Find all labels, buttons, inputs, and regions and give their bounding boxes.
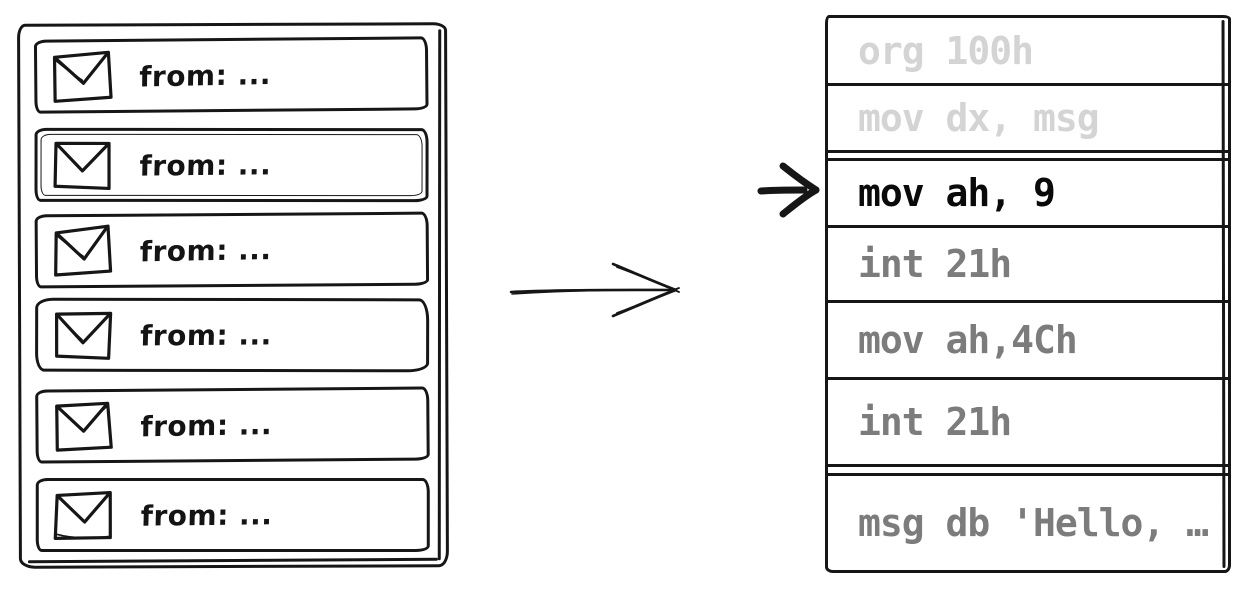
code-line-text: int 21h xyxy=(858,242,1012,286)
envelope-icon xyxy=(54,311,113,360)
code-line-text: mov ah,4Ch xyxy=(858,318,1078,362)
envelope-icon xyxy=(55,401,113,452)
code-panel: org 100h mov dx, msg mov ah, 9 int 21h m… xyxy=(825,15,1231,573)
code-line-current: mov ah, 9 xyxy=(828,158,1228,228)
envelope-icon xyxy=(53,141,111,191)
inbox-row: from: ... xyxy=(35,478,430,553)
inbox-row-label: from: ... xyxy=(140,407,273,443)
code-line-text: msg db 'Hello, … xyxy=(858,501,1209,545)
code-line: org 100h xyxy=(828,18,1228,86)
inbox-row-label: from: ... xyxy=(139,232,272,268)
inbox-row: from: ... xyxy=(34,211,430,289)
code-line: int 21h xyxy=(828,228,1228,303)
inbox-row-label: from: ... xyxy=(139,147,272,183)
envelope-icon xyxy=(52,50,113,103)
inbox-row-label: from: ... xyxy=(140,497,273,533)
code-line-text: mov ah, 9 xyxy=(858,171,1056,215)
code-line-text: int 21h xyxy=(858,400,1012,444)
code-line-text: org 100h xyxy=(858,28,1034,73)
instruction-pointer-icon xyxy=(757,162,820,218)
inbox-row-label: from: ... xyxy=(138,57,272,93)
envelope-icon xyxy=(54,224,113,277)
code-line: mov ah,4Ch xyxy=(828,303,1228,380)
code-line: int 21h xyxy=(828,380,1228,467)
inbox-row-label: from: ... xyxy=(139,317,273,353)
inbox-row: from: ... xyxy=(35,297,430,373)
code-line-text: mov dx, msg xyxy=(858,96,1100,140)
inbox-panel: from: ... from: ... from: ... xyxy=(17,22,449,569)
inbox-row: from: ... xyxy=(34,127,429,203)
transform-arrow-icon xyxy=(509,262,680,318)
inbox-row: from: ... xyxy=(33,36,429,114)
code-line: mov dx, msg xyxy=(828,86,1228,153)
envelope-icon xyxy=(53,490,112,541)
inbox-row: from: ... xyxy=(35,386,430,464)
code-line: msg db 'Hello, … xyxy=(828,473,1228,570)
